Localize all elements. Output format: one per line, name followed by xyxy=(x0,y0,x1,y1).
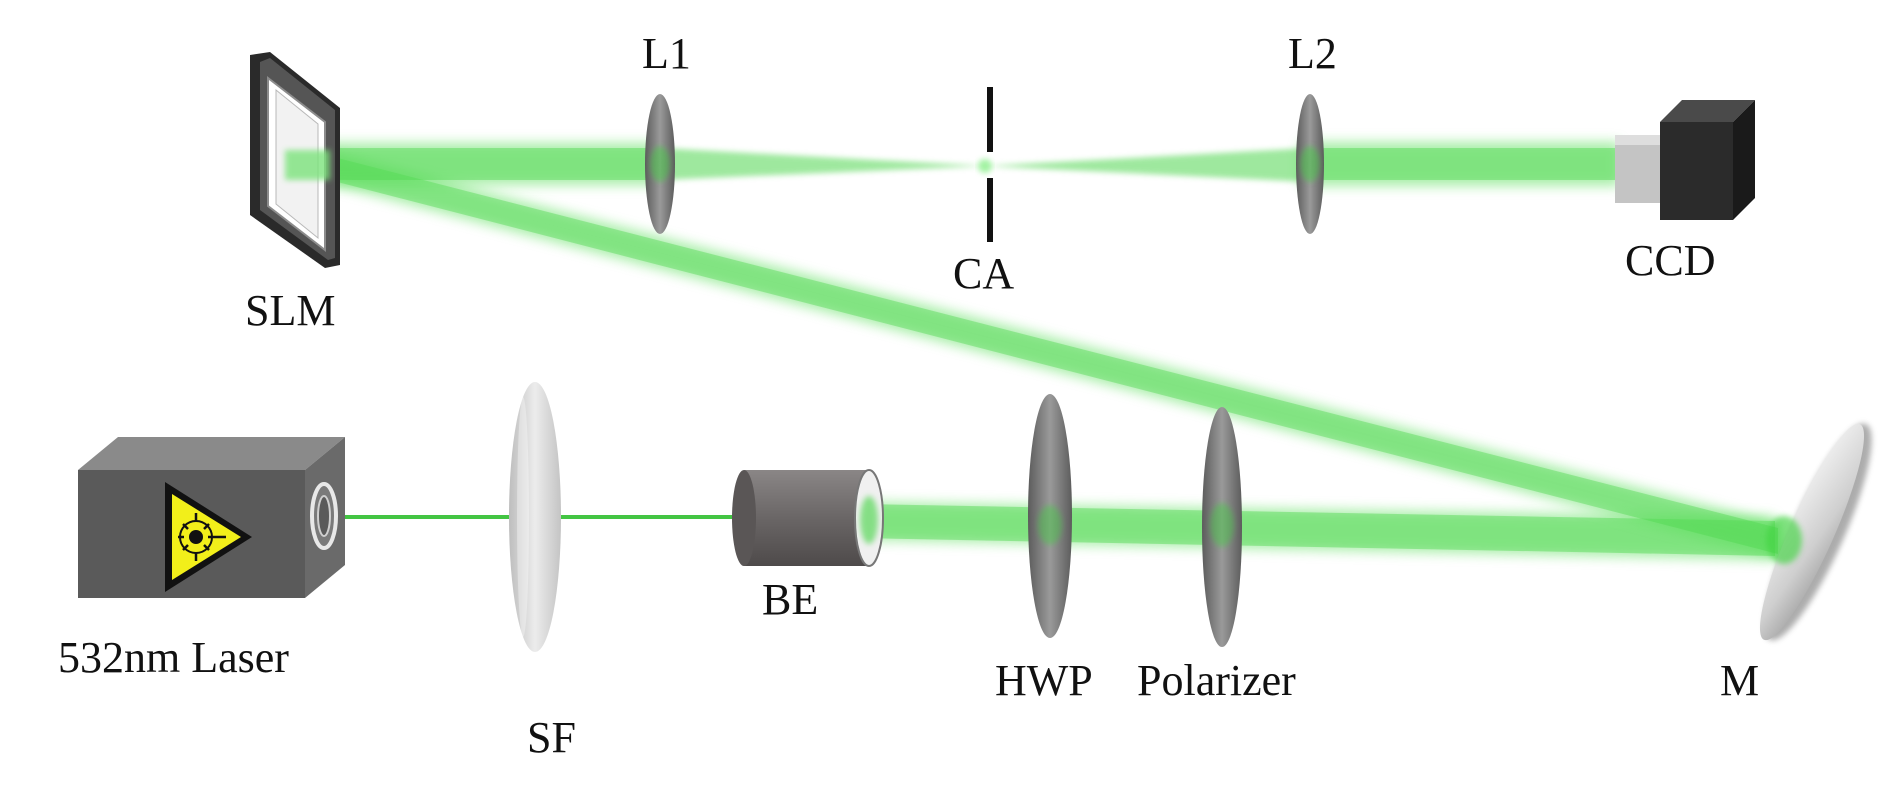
label-l1: L1 xyxy=(642,29,691,78)
label-hwp: HWP xyxy=(995,656,1093,705)
laser-warning-icon xyxy=(165,482,252,592)
label-sf: SF xyxy=(527,713,576,762)
beam-mirror-to-slm xyxy=(322,150,1780,558)
label-ccd: CCD xyxy=(1625,236,1715,285)
laser-source xyxy=(78,437,345,598)
label-slm: SLM xyxy=(245,286,335,335)
beam-l1-to-focus xyxy=(660,148,985,180)
beam-expander-body xyxy=(744,470,869,566)
ccd-body-front xyxy=(1660,122,1733,220)
label-ca: CA xyxy=(953,249,1014,298)
label-be: BE xyxy=(762,575,818,624)
beam-expander-back xyxy=(732,470,756,566)
label-l2: L2 xyxy=(1288,29,1337,78)
ccd-camera xyxy=(1615,100,1755,220)
label-laser: 532nm Laser xyxy=(58,633,289,682)
beam-slm-to-l1 xyxy=(300,143,660,185)
mirror-surface xyxy=(1759,423,1865,641)
beam-expander-to-mirror xyxy=(860,502,1775,560)
ccd-body-top xyxy=(1660,100,1755,122)
beam-l2-to-ccd xyxy=(1300,142,1620,186)
beam-focus-to-l2 xyxy=(985,148,1310,182)
label-polarizer: Polarizer xyxy=(1137,656,1296,705)
beam-expander xyxy=(732,469,884,567)
slm-device xyxy=(250,52,340,268)
laser-body-top xyxy=(78,437,345,470)
laser-beam-paths xyxy=(300,142,1780,560)
ccd-body-side xyxy=(1733,100,1755,220)
ccd-lens-barrel xyxy=(1615,135,1665,203)
label-m: M xyxy=(1720,656,1759,705)
spatial-filter xyxy=(509,382,561,652)
mirror-m xyxy=(1759,423,1872,641)
